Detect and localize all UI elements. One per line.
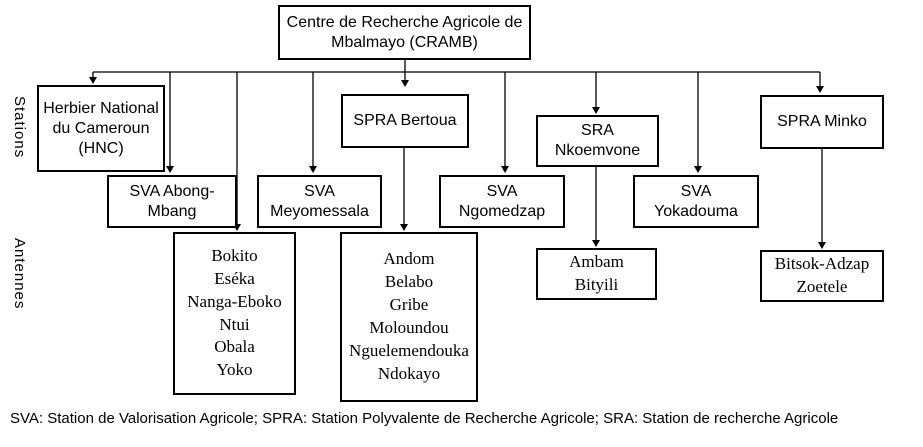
station-nkoemvone-line: Nkoemvone	[554, 142, 641, 159]
root-line-2: Mbalmayo (CRAMB)	[331, 33, 478, 51]
antenne-item: Zoetele	[796, 277, 848, 296]
stations-label: Stations	[11, 96, 28, 159]
station-hnc-line: du Cameroun	[52, 119, 150, 137]
antenne-item: Belabo	[384, 272, 434, 292]
station-yokadouma-line: Yokadouma	[654, 202, 738, 220]
station-nkoemvone-line: SRA	[581, 122, 614, 139]
antennes-group-1: Bokito Eséka Nanga-Eboko Ntui Obala Yoko	[173, 232, 296, 395]
antenne-item: Bityili	[574, 275, 619, 294]
station-yokadouma-line: SVA	[680, 182, 712, 200]
antenne-item: Bokito	[211, 245, 258, 265]
root-node-cramb: Centre de Recherche Agricole de Mbalmayo…	[278, 5, 531, 60]
legend-abbreviations: SVA: Station de Valorisation Agricole; S…	[10, 410, 839, 427]
station-meyomessala-line: SVA	[304, 182, 335, 200]
antennes-group-4: Bitsok-Adzap Zoetele	[760, 250, 884, 302]
station-meyomessala-line: Meyomessala	[270, 202, 369, 220]
antennes-label: Antennes	[11, 238, 28, 310]
antennes-group-2: Andom Belabo Gribe Moloundou Nguelemendo…	[340, 232, 478, 402]
station-ngomedzap-line: SVA	[486, 182, 518, 200]
station-spra-minko: SPRA Minko	[760, 95, 884, 149]
station-hnc-line: (HNC)	[78, 139, 124, 157]
antennes-group-3: Ambam Bityili	[536, 248, 657, 300]
station-abong-line: Mbang	[147, 202, 197, 220]
station-minko-line: SPRA Minko	[777, 113, 867, 130]
antenne-item: Eséka	[214, 268, 255, 288]
station-abong-line: SVA Abong-	[129, 182, 215, 200]
station-abong-mbang: SVA Abong- Mbang	[107, 175, 237, 228]
antenne-item: Ndokayo	[377, 363, 441, 383]
station-sra-nkoemvone: SRA Nkoemvone	[536, 115, 659, 167]
antenne-item: Bitsok-Adzap	[774, 254, 870, 274]
antenne-item: Ambam	[569, 252, 624, 272]
antenne-item: Yoko	[216, 360, 253, 380]
station-yokadouma: SVA Yokadouma	[633, 175, 759, 228]
station-bertoua-line: SPRA Bertoua	[353, 112, 457, 129]
antenne-item: Gribe	[389, 295, 429, 315]
station-hnc: Herbier National du Cameroun (HNC)	[37, 85, 165, 172]
antenne-item: Ntui	[219, 314, 250, 334]
root-line-1: Centre de Recherche Agricole de	[286, 13, 523, 31]
station-meyomessala: SVA Meyomessala	[257, 175, 382, 228]
antenne-item: Nanga-Eboko	[187, 291, 282, 311]
antenne-item: Obala	[214, 337, 255, 357]
antenne-item: Andom	[383, 249, 435, 269]
station-spra-bertoua: SPRA Bertoua	[341, 94, 469, 148]
station-hnc-line: Herbier National	[43, 99, 159, 117]
station-ngomedzap-line: Ngomedzap	[458, 202, 546, 220]
antenne-item: Moloundou	[369, 318, 449, 337]
antenne-item: Nguelemendouka	[349, 340, 469, 360]
station-ngomedzap: SVA Ngomedzap	[439, 175, 565, 228]
